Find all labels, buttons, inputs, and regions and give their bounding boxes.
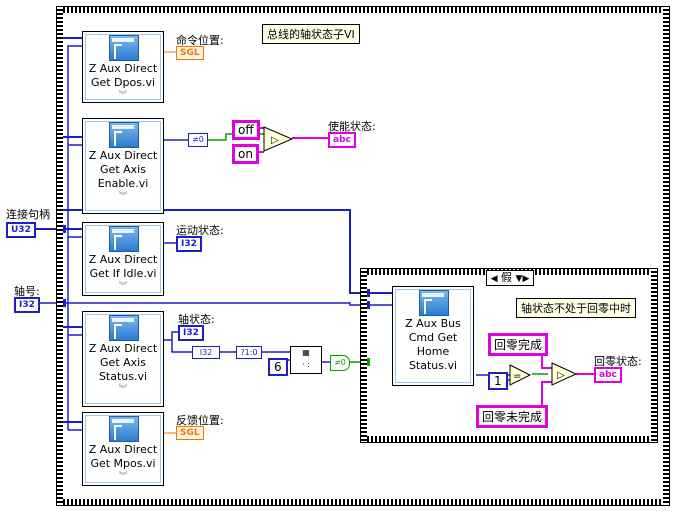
chevron-down-icon: ︾ bbox=[118, 472, 128, 482]
case-selector-value: 假 bbox=[501, 271, 513, 284]
vi-icon bbox=[109, 122, 139, 148]
home-state-indicator[interactable]: abc bbox=[594, 367, 622, 383]
not-equal-zero-node[interactable]: ≠0 bbox=[188, 133, 208, 147]
vi-icon bbox=[109, 35, 139, 61]
conversion-node[interactable]: ?1:0 bbox=[236, 346, 262, 359]
cmd-pos-label: 命令位置: bbox=[176, 34, 224, 47]
case-border-left bbox=[361, 269, 367, 442]
axis-state-indicator[interactable]: I32 bbox=[178, 325, 204, 341]
off-constant[interactable]: off bbox=[232, 120, 260, 140]
handle-label: 连接句柄 bbox=[6, 208, 50, 221]
chevron-down-icon: ︾ bbox=[118, 192, 128, 202]
axis-state-label: 轴状态: bbox=[178, 313, 215, 326]
subvi-get-mpos[interactable]: Z Aux Direct Get Mpos.vi ︾ bbox=[82, 412, 164, 486]
frame-film-left bbox=[57, 7, 63, 505]
axis-control[interactable]: I32 bbox=[14, 297, 40, 313]
case-next-icon[interactable]: ▼▶ bbox=[515, 274, 530, 284]
index-array-node[interactable]: ▦· : bbox=[290, 346, 322, 374]
frame-title: 总线的轴状态子VI bbox=[262, 24, 360, 44]
subvi-get-dpos[interactable]: Z Aux Direct Get Dpos.vi ︾ bbox=[82, 31, 164, 103]
feedback-pos-indicator[interactable]: SGL bbox=[176, 426, 204, 440]
select-node[interactable]: ▷ bbox=[262, 126, 294, 152]
on-constant[interactable]: on bbox=[232, 144, 259, 164]
svg-text:▷: ▷ bbox=[557, 370, 565, 381]
select-node-2[interactable]: ▷ bbox=[550, 362, 578, 386]
frame-film-bottom bbox=[57, 499, 669, 505]
not-equal-zero-node-2[interactable]: ≠0 bbox=[330, 355, 350, 371]
case-border-right bbox=[651, 269, 657, 442]
subvi-get-if-idle[interactable]: Z Aux Direct Get If Idle.vi ︾ bbox=[82, 222, 164, 296]
case-prev-icon[interactable]: ◀ bbox=[490, 274, 498, 284]
sequence-frame-outer bbox=[56, 6, 670, 506]
case-border-bottom bbox=[361, 436, 657, 442]
enable-state-indicator[interactable]: abc bbox=[328, 132, 356, 148]
cmd-pos-indicator[interactable]: SGL bbox=[176, 46, 204, 60]
subvi-get-axis-enable[interactable]: Z Aux Direct Get Axis Enable.vi ︾ bbox=[82, 118, 164, 214]
vi-icon bbox=[419, 290, 449, 316]
handle-control[interactable]: U32 bbox=[6, 222, 36, 238]
case-selector[interactable]: ◀ 假 ▼▶ bbox=[486, 270, 534, 286]
svg-text:=: = bbox=[513, 371, 521, 382]
chevron-down-icon: ︾ bbox=[118, 282, 128, 292]
home-done-constant[interactable]: 回零完成 bbox=[488, 333, 549, 356]
motion-state-label: 运动状态: bbox=[176, 224, 224, 237]
case-comment: 轴状态不处于回零中时 bbox=[516, 298, 636, 318]
chevron-down-icon: ︾ bbox=[118, 91, 128, 101]
home-not-done-constant[interactable]: 回零未完成 bbox=[476, 405, 549, 428]
case-structure bbox=[360, 268, 658, 443]
to-i32-node[interactable]: I32 bbox=[192, 346, 220, 359]
vi-icon bbox=[109, 226, 139, 252]
home-state-label: 回零状态: bbox=[594, 355, 642, 368]
subvi-bus-cmd-get-home-status[interactable]: Z Aux Bus Cmd Get Home Status.vi bbox=[392, 286, 474, 386]
chevron-down-icon: ︾ bbox=[118, 385, 128, 395]
enable-state-label: 使能状态: bbox=[328, 120, 376, 133]
one-constant[interactable]: 1 bbox=[488, 372, 508, 390]
vi-icon bbox=[109, 416, 139, 442]
svg-text:▷: ▷ bbox=[271, 135, 279, 146]
frame-film-top bbox=[57, 7, 669, 13]
axis-label: 轴号: bbox=[14, 285, 40, 298]
feedback-pos-label: 反馈位置: bbox=[176, 414, 224, 427]
subvi-get-axis-status[interactable]: Z Aux Direct Get Axis Status.vi ︾ bbox=[82, 311, 164, 407]
frame-film-right bbox=[663, 7, 669, 505]
vi-icon bbox=[109, 315, 139, 341]
equal-node[interactable]: = bbox=[508, 364, 532, 386]
motion-state-indicator[interactable]: I32 bbox=[176, 236, 202, 252]
six-constant[interactable]: 6 bbox=[268, 358, 288, 376]
